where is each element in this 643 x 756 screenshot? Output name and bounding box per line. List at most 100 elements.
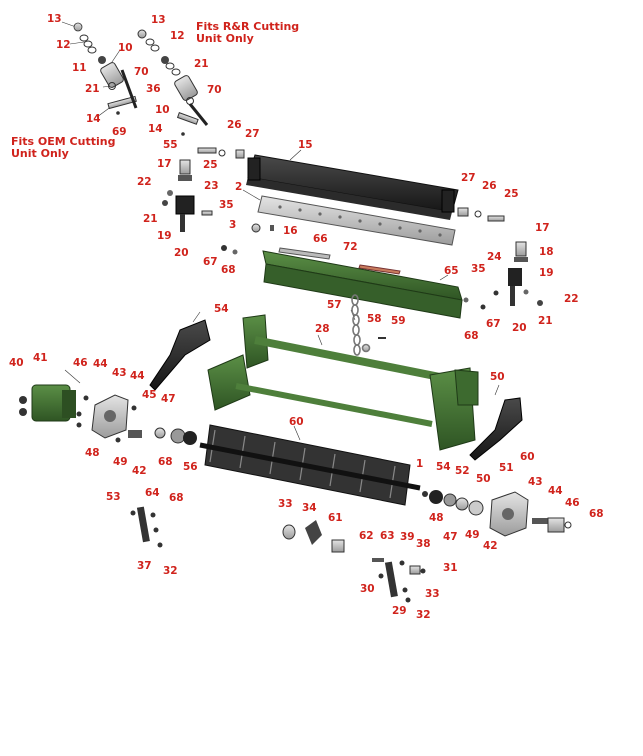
- part-callout-2: 2: [235, 181, 242, 193]
- part-callout-54: 54: [436, 461, 451, 473]
- part-callout-38: 38: [416, 538, 431, 550]
- rear-cover-assembly: [246, 154, 459, 220]
- part-callout-68: 68: [221, 264, 236, 276]
- part-callout-14: 14: [86, 113, 101, 125]
- part-callout-47: 47: [443, 531, 458, 543]
- part-callout-65: 65: [444, 265, 459, 277]
- part-callout-64: 64: [145, 487, 160, 499]
- part-callout-27: 27: [245, 128, 260, 140]
- part-callout-58: 58: [367, 313, 382, 325]
- part-callout-43: 43: [528, 476, 543, 488]
- part-callout-33: 33: [278, 498, 293, 510]
- bearing-housing-right: [422, 490, 572, 537]
- part-callout-50: 50: [476, 473, 491, 485]
- chain: [351, 294, 371, 356]
- part-callout-13: 13: [47, 13, 62, 25]
- part-callout-55: 55: [163, 139, 178, 151]
- side-plate-left: [149, 319, 211, 391]
- reel-assembly: [199, 424, 421, 506]
- part-callout-43: 43: [112, 367, 127, 379]
- part-callout-31: 31: [443, 562, 458, 574]
- part-callout-12: 12: [170, 30, 185, 42]
- rr-adjuster-assembly-left: [73, 22, 138, 115]
- part-callout-68: 68: [589, 508, 604, 520]
- part-callout-42: 42: [132, 465, 147, 477]
- part-callout-16: 16: [283, 225, 298, 237]
- bedbar: [262, 250, 463, 319]
- part-callout-41: 41: [33, 352, 48, 364]
- bearing-housing-left: [76, 394, 197, 445]
- rr-fitment-note: Fits R&R Cutting Unit Only: [196, 20, 300, 45]
- part-callout-68: 68: [169, 492, 184, 504]
- part-callout-72: 72: [343, 241, 358, 253]
- part-callout-11: 11: [72, 62, 87, 74]
- part-callout-70: 70: [134, 66, 149, 78]
- part-callout-49: 49: [465, 529, 480, 541]
- part-callout-22: 22: [564, 293, 579, 305]
- part-callout-26: 26: [227, 119, 242, 131]
- part-callout-26: 26: [482, 180, 497, 192]
- part-callout-28: 28: [315, 323, 330, 335]
- part-callout-21: 21: [194, 58, 209, 70]
- part-callout-70: 70: [207, 84, 222, 96]
- part-callout-46: 46: [565, 497, 580, 509]
- part-callout-40: 40: [9, 357, 24, 369]
- part-callout-1: 1: [416, 458, 423, 470]
- part-callout-36: 36: [146, 83, 161, 95]
- part-callout-25: 25: [203, 159, 218, 171]
- part-callout-10: 10: [118, 42, 133, 54]
- part-callout-35: 35: [471, 263, 486, 275]
- part-callout-48: 48: [85, 447, 100, 459]
- part-callout-22: 22: [137, 176, 152, 188]
- part-callout-44: 44: [548, 485, 563, 497]
- part-callout-32: 32: [163, 565, 178, 577]
- part-callout-51: 51: [499, 462, 514, 474]
- oem-fitment-note: Fits OEM Cutting Unit Only: [11, 135, 116, 160]
- rr-adjuster-assembly-right: [137, 29, 209, 136]
- part-callout-19: 19: [157, 230, 172, 242]
- part-callout-10: 10: [155, 104, 170, 116]
- part-callout-60: 60: [289, 416, 304, 428]
- part-callout-32: 32: [416, 609, 431, 621]
- part-callout-49: 49: [113, 456, 128, 468]
- part-callout-69: 69: [112, 126, 127, 138]
- part-callout-59: 59: [391, 315, 406, 327]
- part-callout-12: 12: [56, 39, 71, 51]
- adjuster-link-left: [130, 506, 163, 548]
- callout-layer: 1312111021146970361312217010145526271517…: [9, 13, 604, 621]
- part-callout-13: 13: [151, 14, 166, 26]
- part-callout-68: 68: [158, 456, 173, 468]
- part-callout-21: 21: [85, 83, 100, 95]
- part-callout-44: 44: [130, 370, 145, 382]
- part-callout-35: 35: [219, 199, 234, 211]
- part-callout-15: 15: [298, 139, 313, 151]
- cutting-unit-frame: [207, 314, 479, 451]
- part-callout-14: 14: [148, 123, 163, 135]
- part-callout-50: 50: [490, 371, 505, 383]
- part-callout-33: 33: [425, 588, 440, 600]
- side-plate-right: [469, 397, 523, 461]
- part-callout-25: 25: [504, 188, 519, 200]
- counterweight-parts: [282, 520, 345, 553]
- part-callout-48: 48: [429, 512, 444, 524]
- part-callout-30: 30: [360, 583, 375, 595]
- part-callout-53: 53: [106, 491, 121, 503]
- part-callout-37: 37: [137, 560, 152, 572]
- part-callout-17: 17: [535, 222, 550, 234]
- part-callout-67: 67: [486, 318, 501, 330]
- part-callout-20: 20: [512, 322, 527, 334]
- part-callout-18: 18: [539, 246, 554, 258]
- part-callout-45: 45: [142, 389, 157, 401]
- part-callout-54: 54: [214, 303, 229, 315]
- part-callout-57: 57: [327, 299, 342, 311]
- part-callout-3: 3: [229, 219, 236, 231]
- part-callout-42: 42: [483, 540, 498, 552]
- part-callout-46: 46: [73, 357, 88, 369]
- part-callout-21: 21: [538, 315, 553, 327]
- part-callout-27: 27: [461, 172, 476, 184]
- part-callout-63: 63: [380, 530, 395, 542]
- adjuster-link-right: [372, 558, 426, 603]
- part-callout-61: 61: [328, 512, 343, 524]
- part-callout-20: 20: [174, 247, 189, 259]
